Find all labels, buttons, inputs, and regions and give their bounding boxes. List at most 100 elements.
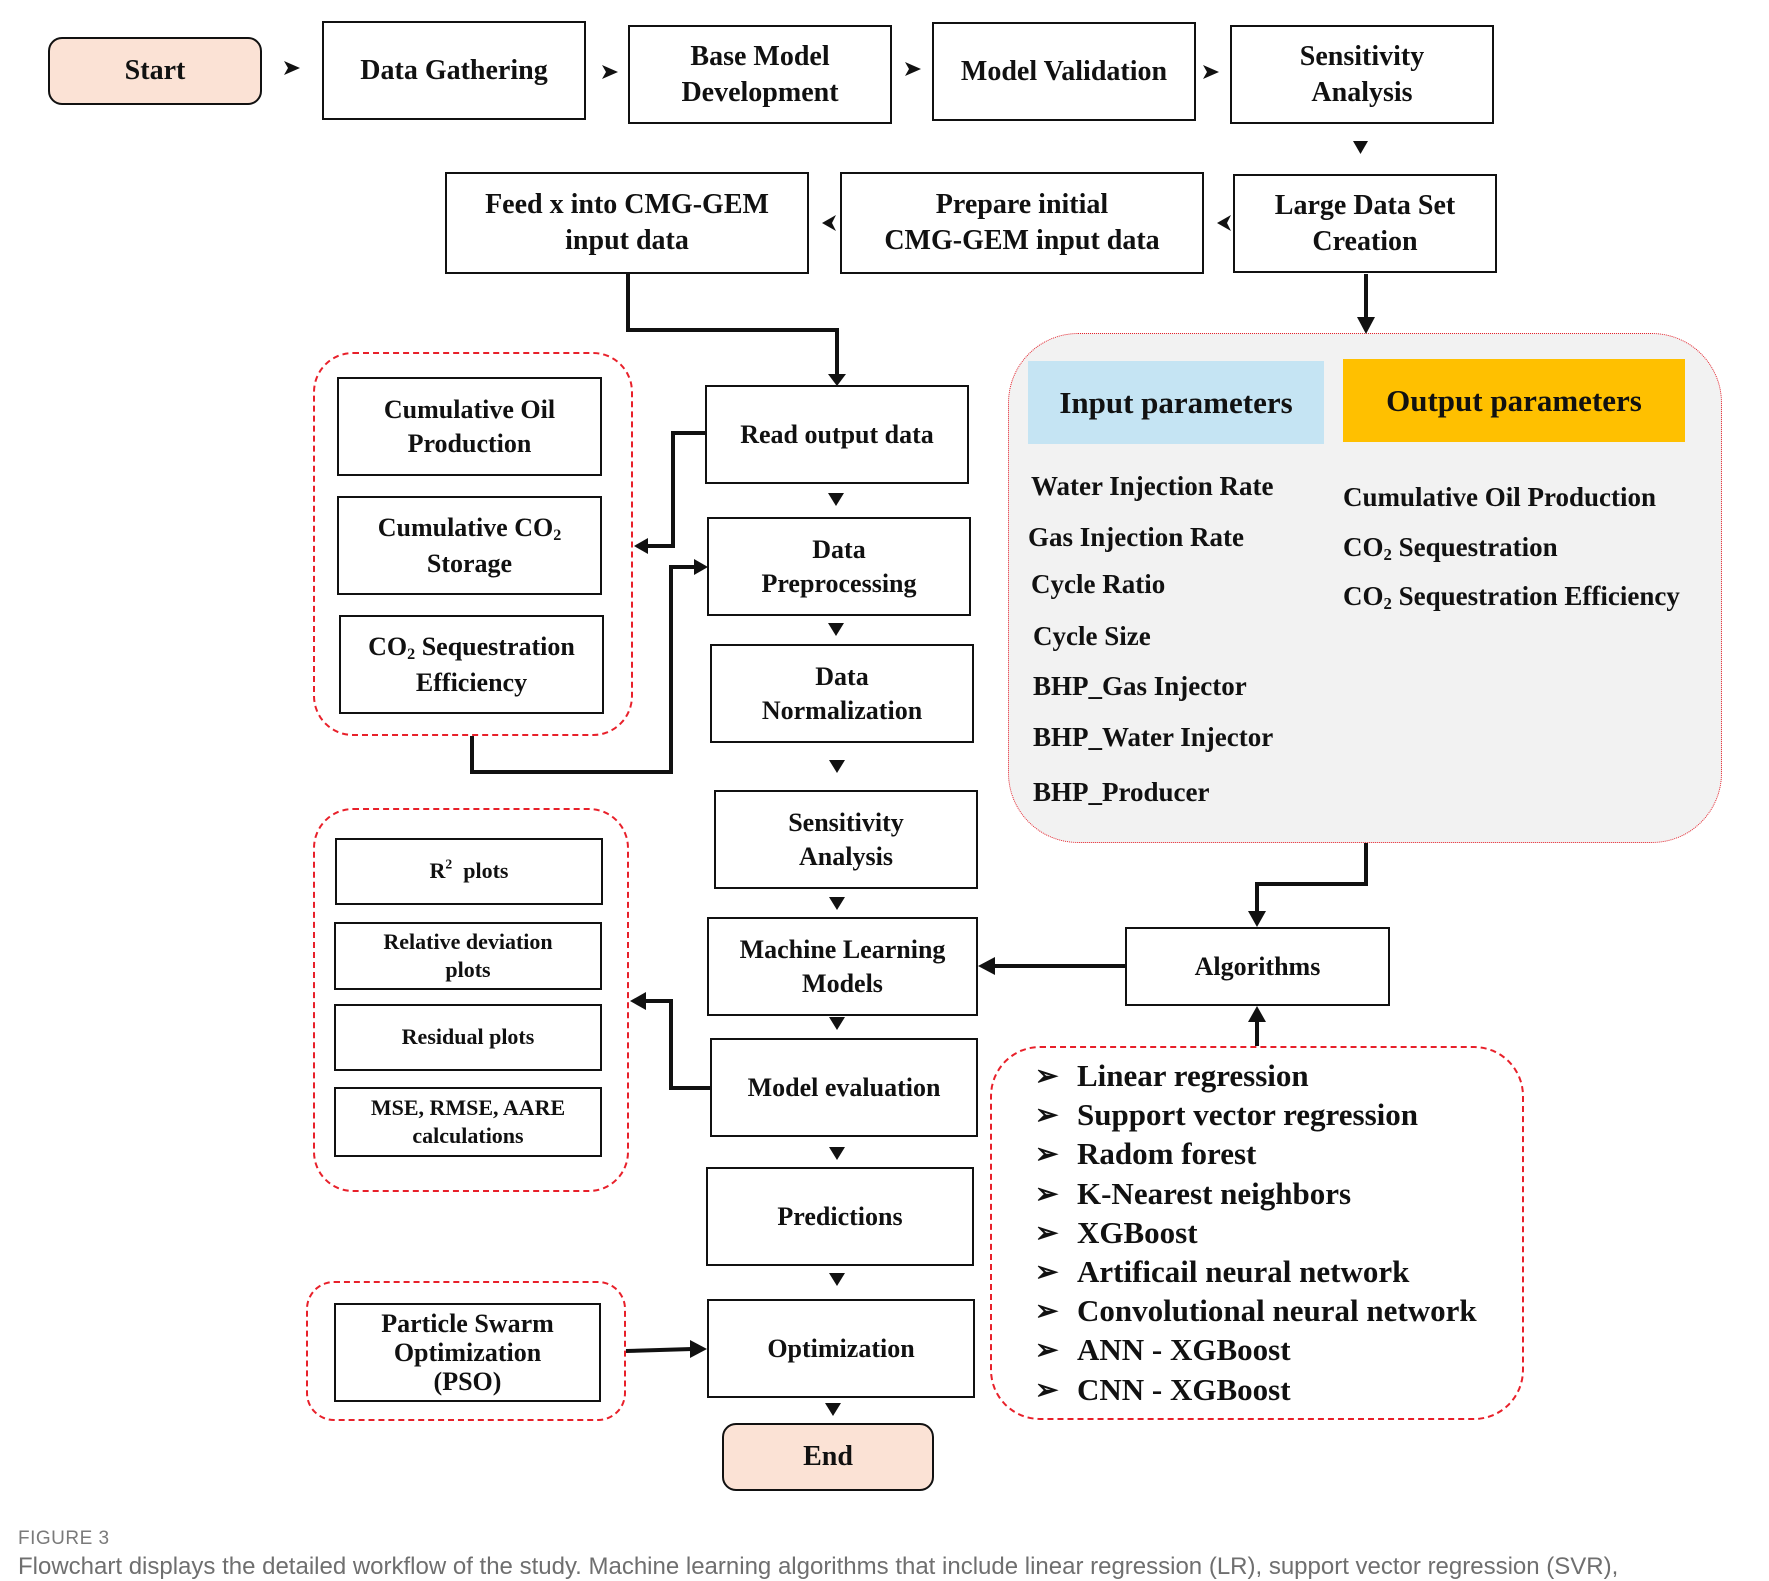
arrowhead-evaluation-to-group (630, 992, 646, 1010)
arrowhead-algorithms-to-ml (978, 957, 995, 975)
feed-x-label-2: input data (565, 225, 689, 256)
arrow-read-to-preprocessing (828, 493, 844, 506)
arrowhead-outputs-to-preprocessing (694, 559, 708, 575)
co2-eff-subscript: 2 (407, 646, 416, 664)
algorithm-item: ➢Linear regression (1035, 1058, 1309, 1094)
out-co2-eff-subscript: 2 (1383, 594, 1392, 614)
model-validation-node: Model Validation (932, 22, 1196, 121)
read-output-node: Read output data (705, 385, 969, 484)
algorithm-label: Artificail neural network (1077, 1254, 1410, 1289)
algorithms-label: Algorithms (1194, 951, 1321, 981)
normalization-label-2: Normalization (761, 695, 923, 725)
co2-efficiency-node: CO2 Sequestration Efficiency (339, 615, 604, 714)
residual-plots-node: Residual plots (334, 1004, 602, 1071)
arrow-sensitivity-to-ml (829, 897, 845, 910)
pso-node: Particle Swarm Optimization (PSO) (334, 1303, 601, 1402)
algorithm-label: K-Nearest neighbors (1077, 1175, 1352, 1211)
pso-label-3: (PSO) (433, 1367, 502, 1397)
normalization-label-1: Data (815, 662, 869, 692)
arrow-bullet-icon: ➢ (1035, 1217, 1059, 1249)
feed-x-label-1: Feed x into CMG-GEM (485, 189, 769, 221)
algorithm-item: ➢ANN - XGBoost (1035, 1332, 1291, 1368)
input-param-gas-injection: Gas Injection Rate (1028, 522, 1244, 552)
algorithm-item: ➢Support vector regression (1035, 1097, 1418, 1133)
residual-label: Residual plots (401, 1024, 535, 1050)
optimization-node: Optimization (707, 1299, 975, 1398)
arrow-bullet-icon: ➢ (1035, 1374, 1059, 1406)
arrow-preprocessing-to-normalization (828, 623, 844, 636)
arrow-bullet-icon: ➢ (1035, 1335, 1059, 1367)
start-label: Start (124, 55, 186, 87)
arrow-normalization-to-sensitivity (829, 760, 845, 773)
cum-oil-label-1: Cumulative Oil (383, 395, 556, 425)
arrow-bullet-icon: ➢ (1035, 1296, 1059, 1328)
line-feed-to-read (626, 274, 839, 378)
line-evaluation-to-group (645, 999, 710, 1090)
preprocessing-label-1: Data (812, 535, 866, 565)
start-node: Start (48, 37, 262, 105)
cumulative-co2-node: Cumulative CO2 Storage (337, 496, 602, 595)
cum-co2-label-1: Cumulative CO2 (378, 511, 562, 547)
arrow-large-to-prepare (1217, 215, 1231, 231)
algorithm-item: ➢ XGBoost (1035, 1215, 1198, 1251)
preprocessing-label-2: Preprocessing (761, 568, 917, 598)
input-param-cycle-size: Cycle Size (1033, 621, 1151, 651)
model-evaluation-node: Model evaluation (710, 1038, 978, 1137)
algorithm-label: Convolutional neural network (1077, 1293, 1477, 1329)
end-node: End (722, 1423, 934, 1491)
pso-label-2: Optimization (393, 1337, 542, 1367)
arrowhead-list-to-algorithms (1248, 1006, 1266, 1022)
r2-text-b: plots (452, 858, 509, 884)
prepare-initial-node: Prepare initial CMG-GEM input data (840, 172, 1204, 274)
sensitivity-top-label-1: Sensitivity (1299, 40, 1425, 72)
arrow-validation-to-sensitivity (1203, 65, 1219, 79)
arrow-base-to-validation (905, 62, 921, 76)
relative-deviation-node: Relative deviation plots (334, 922, 602, 990)
arrow-predictions-to-optimization (829, 1273, 845, 1286)
ml-models-node: Machine Learning Models (707, 917, 978, 1016)
input-param-bhp-gas: BHP_Gas Injector (1033, 671, 1247, 701)
arrowhead-read-to-outputs (634, 538, 648, 554)
r2-text: R (429, 858, 446, 884)
arrow-evaluation-to-predictions (829, 1147, 845, 1160)
base-model-development-node: Base Model Development (628, 25, 892, 124)
model-validation-label: Model Validation (960, 55, 1168, 87)
algorithm-label: CNN - XGBoost (1077, 1371, 1291, 1407)
co2-eff-label-2: Efficiency (415, 667, 528, 697)
relative-dev-label-2: plots (445, 957, 491, 982)
algorithm-label: Support vector regression (1077, 1097, 1418, 1133)
read-output-label: Read output data (740, 419, 934, 449)
co2-eff-label-1: CO2 Sequestration (368, 630, 575, 666)
arrow-gathering-to-base (602, 65, 618, 79)
out-co2-seq-text-b: Sequestration (1391, 532, 1558, 562)
ml-models-label-2: Models (802, 968, 883, 998)
out-co2-eff-text-b: Sequestration Efficiency (1391, 581, 1680, 611)
output-parameters-header: Output parameters (1343, 359, 1685, 442)
figure-label: FIGURE 3 (18, 1528, 110, 1549)
predictions-node: Predictions (706, 1167, 974, 1266)
data-normalization-node: Data Normalization (710, 644, 974, 743)
algorithm-item: ➢Radom forest (1035, 1136, 1256, 1172)
sensitivity-analysis-top-node: Sensitivity Analysis (1230, 25, 1494, 124)
input-header-label: Input parameters (1059, 384, 1293, 420)
algorithm-item: ➢Artificail neural network (1035, 1254, 1409, 1290)
algorithm-list-group (990, 1046, 1524, 1420)
arrow-bullet-icon: ➢ (1035, 1139, 1059, 1171)
line-panel-to-algorithms (1255, 843, 1368, 914)
algorithm-label: XGBoost (1077, 1214, 1198, 1250)
r2-superscript: 2 (445, 856, 453, 872)
cum-co2-label-2: Storage (426, 548, 513, 578)
algorithm-item: ➢K-Nearest neighbors (1035, 1176, 1351, 1212)
prepare-initial-label-2: CMG-GEM input data (884, 225, 1160, 256)
arrow-optimization-to-end (825, 1403, 841, 1416)
output-param-co2-sequestration: CO2 Sequestration (1343, 532, 1558, 565)
relative-dev-label-1: Relative deviation (383, 928, 553, 954)
prepare-initial-label-1: Prepare initial (935, 189, 1109, 221)
optimization-label: Optimization (767, 1333, 915, 1363)
output-param-co2-efficiency: CO2 Sequestration Efficiency (1343, 581, 1680, 614)
arrow-start-to-gathering (284, 61, 300, 75)
arrowhead-pso-to-optimization (690, 1340, 707, 1358)
data-gathering-node: Data Gathering (322, 21, 586, 120)
data-gathering-label: Data Gathering (360, 54, 548, 86)
out-co2-seq-text: CO (1343, 532, 1384, 562)
